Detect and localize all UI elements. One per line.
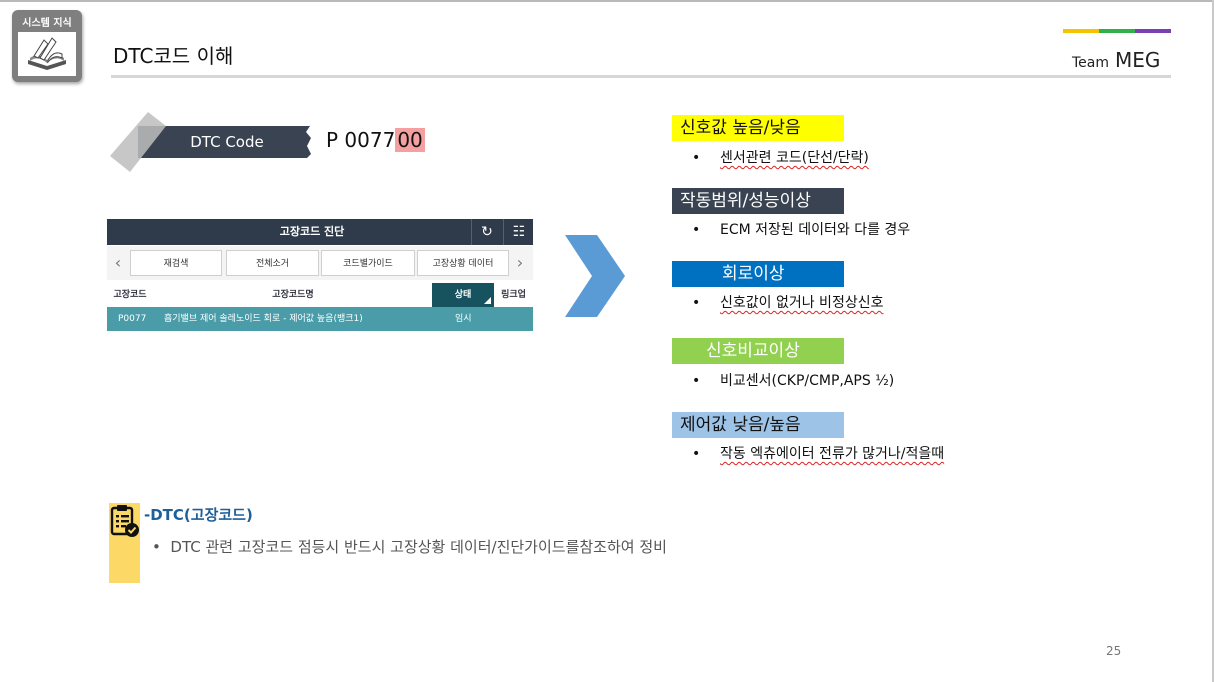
desc-text: ECM 저장된 데이터와 다를 경우 xyxy=(720,222,911,238)
bullet-icon: • xyxy=(692,373,701,389)
title-rule xyxy=(111,75,1171,78)
desc-text: 비교센서(CKP/CMP,APS ½) xyxy=(720,373,895,389)
bullet-icon: • xyxy=(152,538,161,556)
chevron-arrow-icon xyxy=(565,235,625,317)
category-signal-high-low: 신호값 높음/낮음 xyxy=(672,115,844,141)
sort-corner-icon xyxy=(484,297,491,304)
grid-icon[interactable]: ☷ xyxy=(503,219,534,245)
row-name: 흡기밸브 제어 솔레노이드 회로 - 제어값 높음(뱅크1) xyxy=(164,314,363,324)
note-title: -DTC(고장코드) xyxy=(144,506,253,524)
freeze-frame-button[interactable]: 고장상황 데이터 xyxy=(417,250,509,276)
bullet-icon: • xyxy=(692,222,701,238)
row-code: P0077 xyxy=(118,314,147,324)
dtc-code-highlight: 00 xyxy=(395,128,425,152)
row-status: 임시 xyxy=(455,314,472,324)
category-circuit: 회로이상 xyxy=(672,261,844,287)
open-book-icon xyxy=(28,37,66,70)
table-row[interactable]: P0077 흡기밸브 제어 솔레노이드 회로 - 제어값 높음(뱅크1) 임시 xyxy=(107,307,533,331)
clipboard-check-icon xyxy=(110,505,139,537)
bullet-icon: • xyxy=(692,446,701,462)
badge-icon-box xyxy=(18,32,76,76)
desc-text: 작동 엑츄에이터 전류가 많거나/적을때 xyxy=(720,446,945,462)
note-bullet-text: DTC 관련 고장코드 점등시 반드시 고장상황 데이터/진단가이드를참조하여 … xyxy=(170,538,667,556)
desc-text: 신호값이 없거나 비정상신호 xyxy=(720,295,884,311)
clear-all-button[interactable]: 전체소거 xyxy=(226,250,319,276)
category-desc-compare: • 비교센서(CKP/CMP,APS ½) xyxy=(692,370,894,390)
dtc-label: DTC Code xyxy=(190,133,264,151)
category-control-low-high: 제어값 낮음/높음 xyxy=(672,412,844,438)
category-desc-signal: • 센서관련 코드(단선/단락) xyxy=(692,147,869,167)
right-border xyxy=(1212,0,1214,682)
brand-bar-green xyxy=(1099,29,1135,33)
section-badge: 시스템 지식 xyxy=(12,10,82,82)
column-link: 링크업 xyxy=(501,290,526,300)
brand-bar-yellow xyxy=(1063,29,1099,33)
category-range-performance: 작동범위/성능이상 xyxy=(672,188,844,214)
chevron-right-icon[interactable]: › xyxy=(516,253,524,272)
diagnosis-panel-screenshot: 고장코드 진단 ↻ ☷ ‹ 재검색 전체소거 코드별가이드 고장상황 데이터 ›… xyxy=(107,219,533,332)
panel-header: 고장코드 진단 ↻ ☷ xyxy=(107,219,533,245)
page-number: 25 xyxy=(1106,644,1122,658)
bullet-icon: • xyxy=(692,295,701,311)
team-name: MEG xyxy=(1115,48,1161,72)
panel-columns: 고장코드 고장코드명 상태 링크업 xyxy=(107,283,533,307)
team-prefix: Team xyxy=(1072,55,1110,71)
column-name: 고장코드명 xyxy=(272,290,314,300)
desc-text: 센서관련 코드(단선/단락) xyxy=(720,150,869,166)
panel-title: 고장코드 진단 xyxy=(279,225,345,238)
column-code: 고장코드 xyxy=(113,290,147,300)
dtc-label-tape xyxy=(110,112,311,172)
refresh-icon[interactable]: ↻ xyxy=(471,219,502,245)
panel-toolbar: ‹ 재검색 전체소거 코드별가이드 고장상황 데이터 › xyxy=(107,246,533,280)
team-logo: Team MEG xyxy=(1072,48,1160,72)
brand-bar-purple xyxy=(1135,29,1171,33)
category-signal-compare: 신호비교이상 xyxy=(672,338,844,364)
column-status-label: 상태 xyxy=(454,290,472,300)
column-status[interactable]: 상태 xyxy=(432,283,494,307)
dtc-code-prefix: P 0077 xyxy=(326,128,396,152)
category-desc-control: • 작동 엑츄에이터 전류가 많거나/적을때 xyxy=(692,443,944,463)
research-button[interactable]: 재검색 xyxy=(130,250,222,276)
note-bullet: • DTC 관련 고장코드 점등시 반드시 고장상황 데이터/진단가이드를참조하… xyxy=(152,536,667,557)
category-desc-range: • ECM 저장된 데이터와 다를 경우 xyxy=(692,219,910,239)
code-guide-button[interactable]: 코드별가이드 xyxy=(321,250,415,276)
category-desc-circuit: • 신호값이 없거나 비정상신호 xyxy=(692,292,883,312)
page-title: DTC코드 이해 xyxy=(113,44,234,68)
chevron-left-icon[interactable]: ‹ xyxy=(114,253,122,272)
top-border xyxy=(0,0,1214,2)
badge-label: 시스템 지식 xyxy=(22,18,72,29)
bullet-icon: • xyxy=(692,150,701,166)
